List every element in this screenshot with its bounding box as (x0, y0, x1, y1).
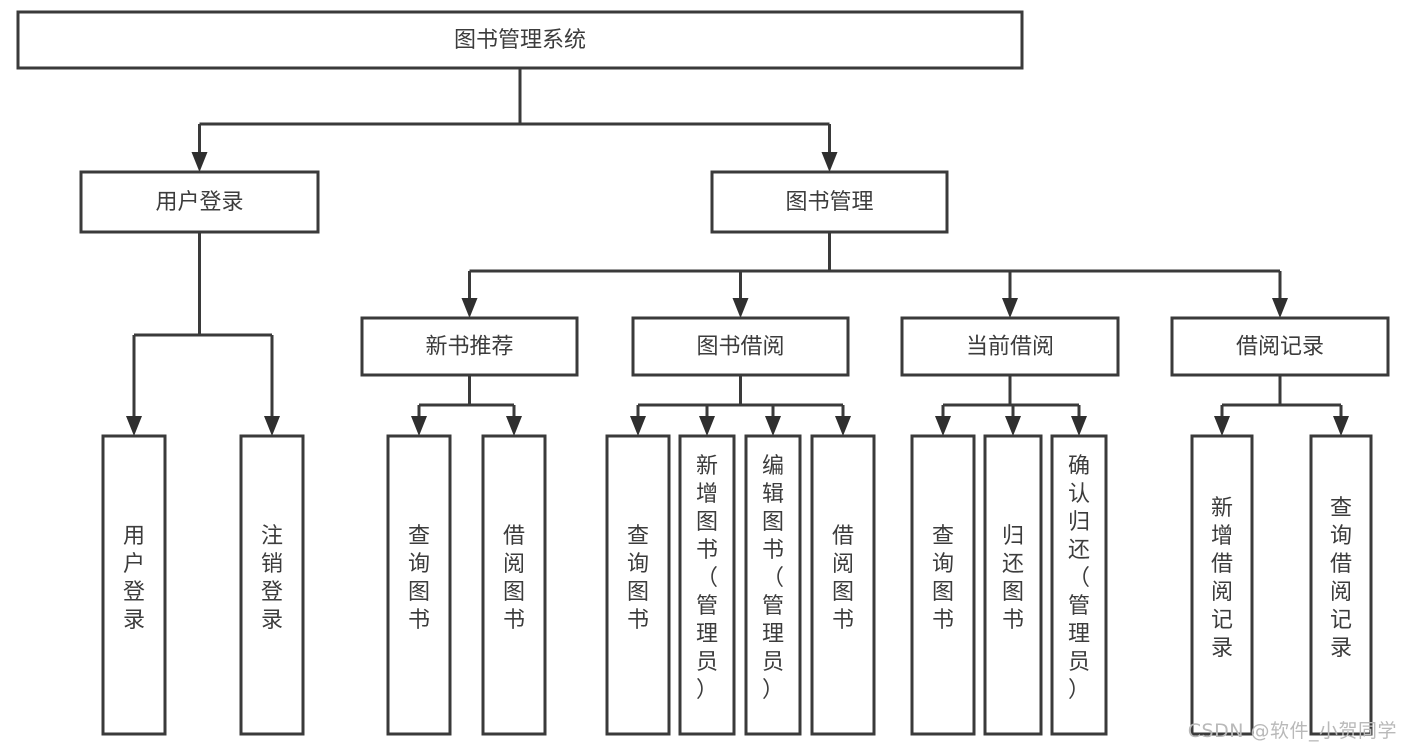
node-box-leaf-confirm-return-admin (1050, 434, 1108, 736)
node-box-leaf-query-book-2 (605, 434, 671, 736)
node-new-book-recommend[interactable]: 新书推荐 (360, 316, 579, 377)
node-label-leaf-add-book-admin: 新增图书（管理员） (696, 454, 718, 703)
node-box-leaf-add-borrow-record (1190, 434, 1254, 736)
arrow-head-icon (935, 416, 951, 436)
arrow-head-icon (1214, 416, 1230, 436)
node-box-leaf-edit-book-admin (744, 434, 802, 736)
node-leaf-query-book-1[interactable]: 查询图书 (386, 434, 452, 736)
arrow-head-icon (1071, 416, 1087, 436)
node-label-leaf-return-book: 归还图书 (1002, 524, 1024, 633)
node-box-book-borrow (631, 316, 850, 377)
connector-group-book-borrow (630, 375, 851, 436)
node-box-book-management (710, 170, 949, 234)
arrow-head-icon (461, 298, 478, 318)
node-box-leaf-borrow-book-2 (810, 434, 876, 736)
node-label-root: 图书管理系统 (454, 28, 586, 53)
node-box-current-borrow (900, 316, 1120, 377)
arrow-head-icon (765, 416, 781, 436)
node-borrow-record[interactable]: 借阅记录 (1170, 316, 1390, 377)
arrow-head-icon (264, 416, 280, 436)
node-box-leaf-query-book-3 (910, 434, 976, 736)
node-label-book-borrow: 图书借阅 (696, 335, 784, 360)
node-label-leaf-query-borrow-record: 查询借阅记录 (1330, 496, 1352, 661)
connector-group-new-book-recommend (411, 375, 522, 436)
node-leaf-query-book-2[interactable]: 查询图书 (605, 434, 671, 736)
node-label-book-management: 图书管理 (785, 190, 873, 215)
nodes-layer: 图书管理系统用户登录图书管理新书推荐图书借阅当前借阅借阅记录用户登录注销登录查询… (16, 10, 1390, 736)
node-box-leaf-user-logout (239, 434, 305, 736)
arrow-head-icon (411, 416, 427, 436)
node-leaf-query-borrow-record[interactable]: 查询借阅记录 (1309, 434, 1373, 736)
connector-group-book-management (461, 232, 1288, 318)
node-label-leaf-add-borrow-record: 新增借阅记录 (1211, 496, 1233, 661)
node-label-leaf-query-book-1: 查询图书 (408, 524, 430, 633)
node-root[interactable]: 图书管理系统 (16, 10, 1024, 70)
node-book-borrow[interactable]: 图书借阅 (631, 316, 850, 377)
node-book-management[interactable]: 图书管理 (710, 170, 949, 234)
node-box-borrow-record (1170, 316, 1390, 377)
connector-group-current-borrow (935, 375, 1087, 436)
arrow-head-icon (506, 416, 522, 436)
node-label-leaf-query-book-3: 查询图书 (932, 524, 954, 633)
connectors-layer (126, 68, 1349, 436)
node-label-new-book-recommend: 新书推荐 (425, 335, 513, 360)
node-box-leaf-query-book-1 (386, 434, 452, 736)
node-leaf-return-book[interactable]: 归还图书 (983, 434, 1043, 736)
node-label-leaf-user-login: 用户登录 (123, 524, 145, 633)
arrow-head-icon (1333, 416, 1349, 436)
node-leaf-query-book-3[interactable]: 查询图书 (910, 434, 976, 736)
node-label-leaf-confirm-return-admin: 确认归还（管理员） (1068, 454, 1090, 703)
arrow-head-icon (126, 416, 142, 436)
node-leaf-add-borrow-record[interactable]: 新增借阅记录 (1190, 434, 1254, 736)
node-current-borrow[interactable]: 当前借阅 (900, 316, 1120, 377)
node-label-leaf-borrow-book-1: 借阅图书 (503, 524, 525, 633)
node-label-leaf-edit-book-admin: 编辑图书（管理员） (762, 454, 784, 703)
node-box-leaf-return-book (983, 434, 1043, 736)
node-user-login[interactable]: 用户登录 (79, 170, 320, 234)
arrow-head-icon (1005, 416, 1021, 436)
node-leaf-borrow-book-2[interactable]: 借阅图书 (810, 434, 876, 736)
node-box-new-book-recommend (360, 316, 579, 377)
node-leaf-confirm-return-admin[interactable]: 确认归还（管理员） (1050, 434, 1108, 736)
node-box-leaf-query-borrow-record (1309, 434, 1373, 736)
connector-group-root (191, 68, 838, 172)
node-label-current-borrow: 当前借阅 (966, 335, 1054, 360)
connector-group-user-login (126, 232, 280, 436)
node-label-borrow-record: 借阅记录 (1236, 335, 1324, 360)
arrow-head-icon (835, 416, 851, 436)
arrow-head-icon (191, 152, 208, 172)
node-box-leaf-user-login (101, 434, 167, 736)
arrow-head-icon (732, 298, 749, 318)
node-box-root (16, 10, 1024, 70)
node-box-leaf-borrow-book-1 (481, 434, 547, 736)
node-label-leaf-query-book-2: 查询图书 (627, 524, 649, 633)
arrow-head-icon (630, 416, 646, 436)
arrow-head-icon (821, 152, 838, 172)
arrow-head-icon (699, 416, 715, 436)
node-label-user-login: 用户登录 (155, 190, 243, 215)
node-box-user-login (79, 170, 320, 234)
arrow-head-icon (1002, 298, 1018, 318)
node-label-leaf-user-logout: 注销登录 (261, 524, 283, 633)
node-leaf-user-logout[interactable]: 注销登录 (239, 434, 305, 736)
node-leaf-user-login[interactable]: 用户登录 (101, 434, 167, 736)
node-box-leaf-add-book-admin (678, 434, 736, 736)
node-leaf-borrow-book-1[interactable]: 借阅图书 (481, 434, 547, 736)
node-leaf-add-book-admin[interactable]: 新增图书（管理员） (678, 434, 736, 736)
node-label-leaf-borrow-book-2: 借阅图书 (832, 524, 854, 633)
arrow-head-icon (1272, 298, 1288, 318)
connector-group-borrow-record (1214, 375, 1349, 436)
node-leaf-edit-book-admin[interactable]: 编辑图书（管理员） (744, 434, 802, 736)
